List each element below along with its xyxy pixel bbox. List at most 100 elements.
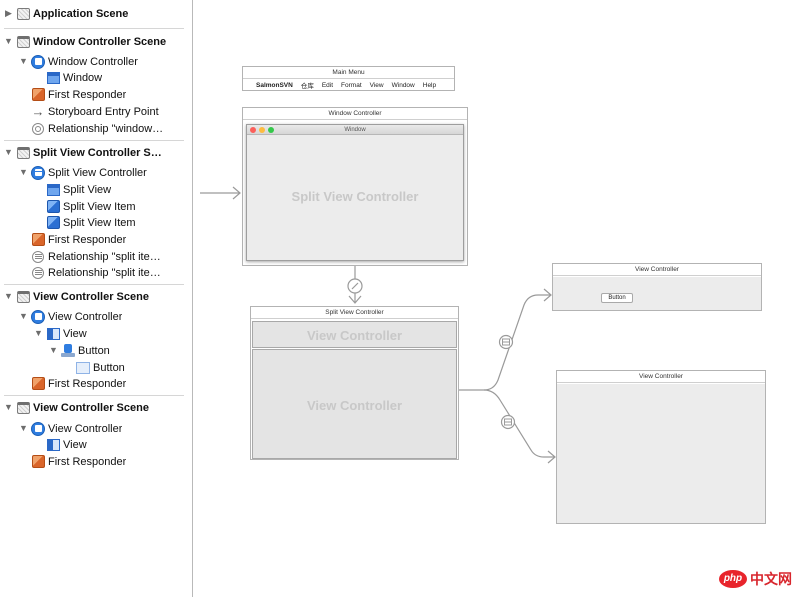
disclosure-expanded-icon[interactable]: ▼ [4,36,13,46]
first-responder-cube-icon [31,88,45,102]
menu-item-view[interactable]: View [369,81,384,89]
window-preview[interactable]: Window Split View Controller [246,124,464,261]
outline-row-relationship-split-item-2[interactable]: Relationship "split ite… [0,264,192,281]
outline-label: First Responder [48,377,127,390]
disclosure-expanded-icon[interactable]: ▼ [19,167,28,177]
menu-item-repository[interactable]: 仓库 [300,83,314,90]
disclosure-expanded-icon[interactable]: ▼ [4,147,13,157]
view-controller-scene-bottom[interactable]: View Controller [556,370,766,524]
outline-row-view-controller[interactable]: ▼ View Controller [0,420,192,437]
outline-label: Window [63,71,103,84]
outline-row-split-view[interactable]: Split View [0,181,192,198]
main-menu-scene[interactable]: Main Menu SalmonSVN 仓库 Edit Format View … [242,66,455,91]
split-pane-bottom[interactable]: View Controller [252,349,457,459]
outline-row-storyboard-entry-point[interactable]: → Storyboard Entry Point [0,103,192,120]
outline-label: View Controller [48,422,123,435]
outline-label: First Responder [48,455,127,468]
outline-label: Split View Controller [48,166,147,179]
split-view-icon [46,183,60,197]
outline-row-window-controller-scene[interactable]: ▼ Window Controller Scene [0,33,192,50]
split-item-segue-badge-top [498,334,514,350]
outline-row-first-responder[interactable]: First Responder [0,375,192,392]
outline-row-button[interactable]: ▼ Button [0,342,192,359]
outline-row-first-responder[interactable]: First Responder [0,453,192,470]
outline-row-split-view-controller-scene[interactable]: ▼ Split View Controller S… [0,144,192,161]
window-content-segue-head [348,295,362,304]
outline-row-first-responder[interactable]: First Responder [0,86,192,103]
outline-row-view[interactable]: View [0,436,192,453]
scene-icon [16,290,30,304]
outline-label: Split View [63,183,112,196]
window-controller-scene[interactable]: Window Controller Window Split View Cont… [242,107,468,266]
outline-row-view-controller-scene-2[interactable]: ▼ View Controller Scene [0,399,192,416]
outline-label: View [63,327,87,340]
section-divider [4,28,184,29]
outline-row-button-cell[interactable]: Button [0,359,192,376]
outline-label: View Controller [48,310,123,323]
outline-row-split-view-controller[interactable]: ▼ Split View Controller [0,164,192,181]
outline-row-view[interactable]: ▼ View [0,325,192,342]
outline-label: Split View Item [63,216,136,229]
zoom-traffic-light-icon [268,127,274,133]
outline-row-first-responder[interactable]: First Responder [0,231,192,248]
view-controller-scene-top[interactable]: View Controller Button [552,263,762,311]
outline-label: Relationship "window… [48,122,164,135]
outline-row-relationship-split-item-1[interactable]: Relationship "split ite… [0,248,192,265]
button-cell-icon [76,361,90,375]
disclosure-expanded-icon[interactable]: ▼ [34,328,43,338]
outline-row-window-controller[interactable]: ▼ Window Controller [0,53,192,70]
disclosure-expanded-icon[interactable]: ▼ [19,423,28,433]
view-controller-icon [31,421,45,436]
outline-row-view-controller[interactable]: ▼ View Controller [0,308,192,325]
disclosure-expanded-icon[interactable]: ▼ [19,56,28,66]
menu-item-format[interactable]: Format [341,81,362,89]
menu-item-edit[interactable]: Edit [321,81,334,89]
watermark-badge: php [719,570,747,588]
outline-label: View Controller Scene [33,290,149,303]
view-controller-icon [31,309,45,324]
outline-label: View Controller Scene [33,401,149,414]
menu-item-app[interactable]: SalmonSVN [256,81,293,89]
first-responder-cube-icon [31,455,45,469]
menu-bar: SalmonSVN 仓库 Edit Format View Window Hel… [243,79,454,91]
split-view-controller-scene[interactable]: Split View Controller View Controller Vi… [250,306,459,460]
outline-row-application-scene[interactable]: ▶ Application Scene [0,5,192,22]
outline-row-relationship-window[interactable]: Relationship "window… [0,120,192,137]
view-icon [46,438,60,452]
view-controller-view[interactable] [557,384,765,523]
split-view-controller-icon [31,165,45,180]
menu-item-help[interactable]: Help [422,81,437,89]
window-title: Window [344,127,366,133]
entry-point-arrow-head [232,186,241,200]
push-button[interactable]: Button [601,293,633,303]
window-titlebar: Window [247,125,463,135]
disclosure-expanded-icon[interactable]: ▼ [4,291,13,301]
first-responder-cube-icon [31,233,45,247]
outline-label: View [63,438,87,451]
disclosure-collapsed-icon[interactable]: ▶ [5,8,12,18]
disclosure-expanded-icon[interactable]: ▼ [49,345,58,355]
split-item-segue-line-top [459,294,550,391]
outline-label: Relationship "split ite… [48,250,161,263]
outline-row-view-controller-scene-1[interactable]: ▼ View Controller Scene [0,288,192,305]
relationship-segue-icon [31,122,45,136]
menu-item-window[interactable]: Window [391,81,415,89]
outline-row-split-view-item-1[interactable]: Split View Item [0,198,192,215]
view-controller-view[interactable]: Button [553,277,761,310]
disclosure-expanded-icon[interactable]: ▼ [4,402,13,412]
window-content-segue-badge [347,278,363,294]
relationship-segue-icon [31,250,45,264]
outline-row-window[interactable]: Window [0,69,192,86]
outline-row-split-view-item-2[interactable]: Split View Item [0,214,192,231]
outline-label: Split View Controller S… [33,146,162,159]
scene-icon [16,146,30,160]
split-view-item-cube-icon [46,200,60,214]
view-icon [46,327,60,341]
storyboard-canvas[interactable]: Main Menu SalmonSVN 仓库 Edit Format View … [194,0,800,597]
minimize-traffic-light-icon [259,127,265,133]
split-pane-top[interactable]: View Controller [252,321,457,348]
document-outline: ▶ Application Scene ▼ Window Controller … [0,0,193,597]
outline-label: Application Scene [33,7,129,20]
disclosure-expanded-icon[interactable]: ▼ [19,311,28,321]
scene-title: View Controller [557,371,765,383]
